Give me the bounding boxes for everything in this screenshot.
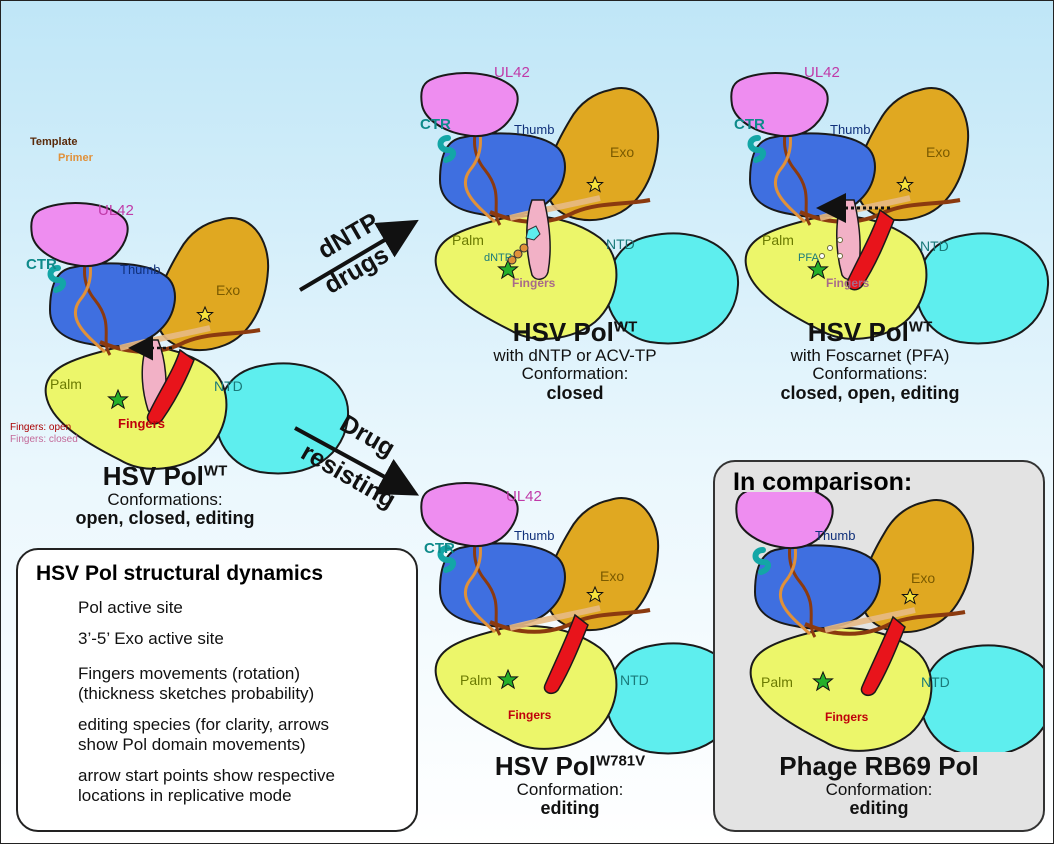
caption-pfa: HSV PolWT with Foscarnet (PFA) Conformat… [720, 318, 1020, 404]
comparison-heading: In comparison: [733, 468, 913, 496]
caption-dntp-line1: with dNTP or ACV-TP [493, 345, 657, 365]
legend-item-1: Pol active site [78, 598, 183, 617]
label-template: Template [30, 136, 78, 148]
caption-wt-sup: WT [203, 462, 228, 480]
label-ul42-p3: UL42 [804, 64, 840, 81]
legend-item-4: editing species (for clarity, arrows [78, 715, 329, 734]
label-palm-p4: Palm [460, 672, 492, 688]
caption-mutant-title: HSV Pol [494, 751, 596, 781]
label-fingers-p4: Fingers [508, 708, 552, 722]
caption-wt: HSV PolWT Conformations: open, closed, e… [20, 462, 310, 529]
caption-phage-line1: Conformation: [825, 779, 933, 799]
label-exo-p3: Exo [926, 144, 951, 160]
caption-dntp: HSV PolWT with dNTP or ACV-TP Conformati… [430, 318, 720, 404]
label-ul42-p2: UL42 [494, 64, 530, 81]
caption-mutant-bold: editing [540, 798, 600, 819]
legend-item-5b: locations in replicative mode [78, 786, 292, 805]
label-ul42-p4: UL42 [506, 488, 542, 505]
arrow-resist [294, 426, 420, 496]
label-ctr-p2: CTR [420, 116, 451, 133]
caption-dntp-sup: WT [613, 318, 638, 336]
comparison-box: In comparison: Thumb Exo Palm NTD Finger… [713, 460, 1045, 832]
label-palm-p3: Palm [762, 232, 794, 248]
legend-heading: HSV Pol structural dynamics [36, 562, 324, 585]
label-thumb-p2: Thumb [514, 122, 555, 137]
label-thumb-p4: Thumb [514, 528, 555, 543]
caption-dntp-line2: Conformation: [521, 364, 629, 384]
caption-pfa-sup: WT [908, 318, 933, 336]
label-exo-phage: Exo [911, 570, 936, 586]
caption-pfa-line1: with Foscarnet (PFA) [790, 345, 950, 365]
caption-pfa-title: HSV Pol [807, 317, 909, 347]
caption-mutant-line1: Conformation: [516, 779, 624, 799]
caption-phage: Phage RB69 Pol Conformation: editing [715, 752, 1043, 819]
fingers-closed-note: Fingers: closed [10, 434, 78, 445]
legend-box: HSV Pol structural dynamics Pol active s… [16, 548, 418, 832]
label-thumb-p3: Thumb [830, 122, 871, 137]
caption-dntp-title: HSV Pol [512, 317, 614, 347]
caption-mutant: HSV PolW781V Conformation: editing [440, 752, 700, 819]
label-ul42: UL42 [98, 202, 134, 219]
caption-phage-bold: editing [849, 798, 909, 819]
caption-pfa-bold: closed, open, editing [780, 382, 960, 403]
label-ntd-phage: NTD [921, 674, 950, 690]
legend-item-4b: show Pol domain movements) [78, 735, 306, 754]
legend-item-3: Fingers movements (rotation) [78, 664, 301, 683]
label-pfa-p3: PFA [798, 252, 819, 264]
label-palm-p2: Palm [452, 232, 484, 248]
complex-dntp [421, 73, 738, 343]
label-ntd: NTD [214, 378, 243, 394]
complex-mutant [421, 483, 738, 753]
caption-wt-bold: open, closed, editing [75, 508, 255, 529]
complex-pfa [731, 73, 1048, 343]
arrow-dntp [298, 219, 419, 292]
label-fingers: Fingers [118, 416, 165, 431]
label-exo-p4: Exo [600, 568, 625, 584]
fingers-open-note: Fingers: open [10, 422, 72, 433]
label-exo: Exo [216, 282, 241, 298]
label-dntp-p2: dNTP [484, 252, 513, 264]
label-thumb: Thumb [120, 262, 161, 277]
label-ctr-p4: CTR [424, 540, 455, 557]
label-ctr: CTR [26, 256, 57, 273]
complex-wt [31, 203, 348, 473]
label-ntd-p2: NTD [606, 236, 635, 252]
caption-mutant-sup: W781V [595, 752, 646, 770]
caption-wt-line1: Conformations: [107, 489, 223, 509]
label-ntd-p4: NTD [620, 672, 649, 688]
label-palm: Palm [50, 376, 82, 392]
caption-wt-title: HSV Pol [102, 461, 204, 491]
label-fingers-p3: Fingers [826, 276, 870, 290]
label-ctr-p3: CTR [734, 116, 765, 133]
label-primer: Primer [58, 152, 93, 164]
complex-phage [715, 492, 1043, 752]
legend-item-2: 3’-5’ Exo active site [78, 629, 224, 648]
legend-item-3b: (thickness sketches probability) [78, 684, 315, 703]
caption-dntp-bold: closed [546, 382, 604, 403]
caption-phage-title: Phage RB69 Pol [779, 751, 979, 781]
legend-item-5: arrow start points show respective [78, 766, 335, 785]
label-fingers-phage: Fingers [825, 710, 869, 724]
label-ntd-p3: NTD [920, 238, 949, 254]
caption-pfa-line2: Conformations: [812, 364, 928, 384]
label-palm-phage: Palm [761, 674, 793, 690]
label-thumb-phage: Thumb [815, 528, 856, 543]
label-fingers-p2: Fingers [512, 276, 556, 290]
label-exo-p2: Exo [610, 144, 635, 160]
